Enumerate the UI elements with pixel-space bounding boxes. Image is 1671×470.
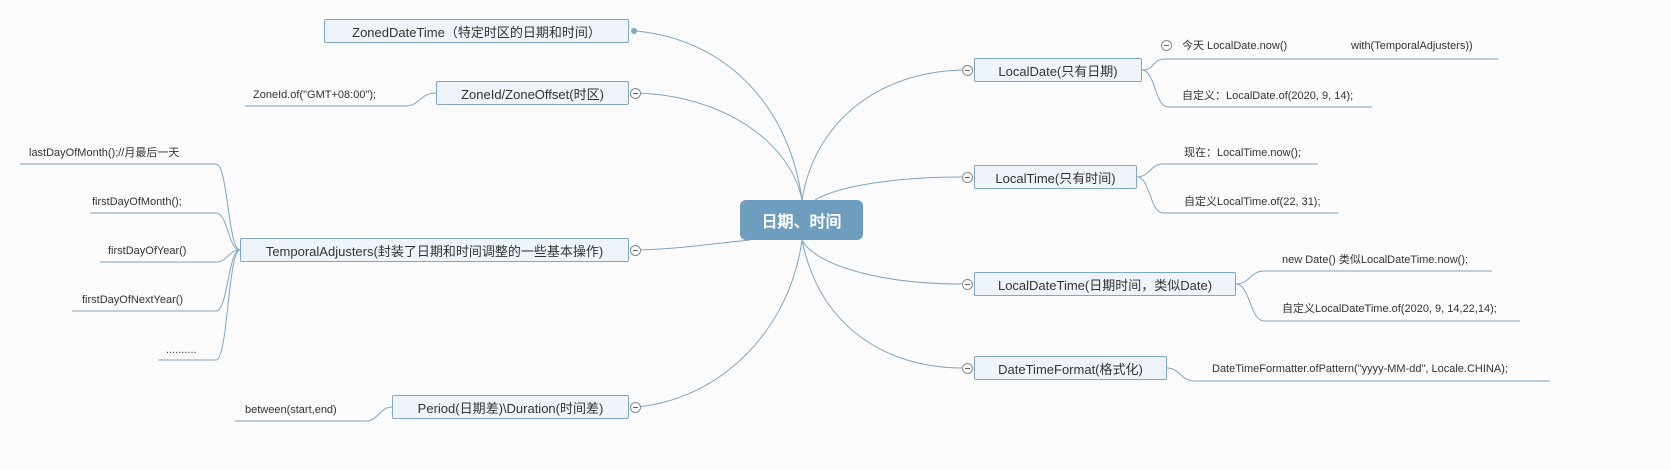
leaf-zone-id-of[interactable]: ZoneId.of("GMT+08:00"); [253,89,377,101]
collapse-toggle-icon[interactable] [1161,40,1172,51]
leaf-more[interactable]: .......... [166,344,197,356]
topic-zone-id[interactable]: ZoneId/ZoneOffset(时区) [436,81,629,105]
collapse-toggle-icon[interactable] [630,88,641,99]
leaf-format-pattern[interactable]: DateTimeFormatter.ofPattern("yyyy-MM-dd"… [1212,363,1508,375]
leaf-first-day-of-next-year[interactable]: firstDayOfNextYear() [82,294,184,306]
collapse-toggle-icon[interactable] [962,65,973,76]
leaf-first-day-of-year[interactable]: firstDayOfYear() [108,245,187,257]
central-topic[interactable]: 日期、时间 [740,200,863,240]
topic-local-time[interactable]: LocalTime(只有时间) [974,165,1137,189]
leaf-local-date-time-now[interactable]: new Date() 类似LocalDateTime.now(); [1282,254,1469,266]
leaf-last-day-of-month[interactable]: lastDayOfMonth();//月最后一天 [29,147,180,159]
topic-period-duration[interactable]: Period(日期差)\Duration(时间差) [392,395,629,419]
collapse-toggle-icon[interactable] [630,245,641,256]
collapse-toggle-icon[interactable] [962,172,973,183]
leaf-local-date-time-of[interactable]: 自定义LocalDateTime.of(2020, 9, 14,22,14); [1282,303,1497,315]
leaf-local-time-now[interactable]: 现在：LocalTime.now(); [1184,147,1301,159]
leaf-local-date-with[interactable]: with(TemporalAdjusters)) [1351,40,1473,52]
leaf-first-day-of-month[interactable]: firstDayOfMonth(); [92,196,182,208]
collapse-toggle-icon[interactable] [630,402,641,413]
topic-date-time-format[interactable]: DateTimeFormat(格式化) [974,356,1167,380]
leaf-local-date-now[interactable]: 今天 LocalDate.now() [1182,40,1288,52]
collapse-toggle-icon[interactable] [962,363,973,374]
topic-temporal-adjusters[interactable]: TemporalAdjusters(封装了日期和时间调整的一些基本操作) [240,238,629,262]
collapse-toggle-icon[interactable] [962,279,973,290]
topic-local-date[interactable]: LocalDate(只有日期) [974,58,1142,82]
leaf-local-date-of[interactable]: 自定义：LocalDate.of(2020, 9, 14); [1182,90,1354,102]
leaf-local-time-of[interactable]: 自定义LocalTime.of(22, 31); [1184,196,1321,208]
topic-zoned-date-time[interactable]: ZonedDateTime（特定时区的日期和时间） [324,19,629,43]
leaf-between[interactable]: between(start,end) [245,404,337,416]
collapsed-dot-icon[interactable] [631,28,637,34]
topic-local-date-time[interactable]: LocalDateTime(日期时间，类似Date) [974,272,1236,296]
